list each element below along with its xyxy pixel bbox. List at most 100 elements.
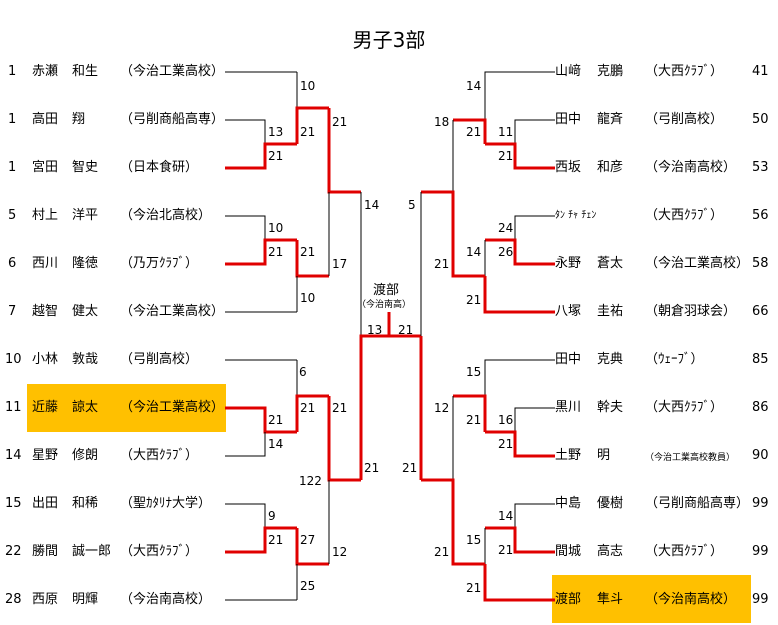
left-first-name: 洋平 bbox=[72, 208, 99, 223]
score-label: 21 bbox=[268, 245, 284, 259]
left-first-name: 健太 bbox=[72, 304, 99, 319]
r-line-p4 bbox=[514, 215, 555, 240]
score-label: 12 bbox=[434, 401, 450, 415]
left-first-name: 敦哉 bbox=[72, 352, 99, 367]
right-first-name: 蒼太 bbox=[597, 256, 624, 271]
r-line-q5 bbox=[453, 394, 487, 432]
score-label: 14 bbox=[268, 437, 284, 451]
score-label: 11 bbox=[498, 125, 514, 139]
left-club: （聖ｶﾀﾘﾅ大学） bbox=[120, 496, 212, 511]
left-last-name: 勝間 bbox=[32, 544, 59, 559]
right-last-name: 渡部 bbox=[555, 592, 582, 607]
score-label: 5 bbox=[408, 198, 416, 212]
score-label: 13 bbox=[367, 323, 383, 337]
left-club: （今治工業高校） bbox=[120, 304, 225, 319]
score-label: 21 bbox=[466, 413, 482, 427]
left-seed: 11 bbox=[5, 400, 22, 415]
score-label: 21 bbox=[300, 125, 316, 139]
score-label: 18 bbox=[434, 115, 450, 129]
left-seed: 5 bbox=[8, 208, 17, 223]
right-first-name: 高志 bbox=[597, 544, 624, 559]
score-label: 21 bbox=[498, 149, 514, 163]
right-last-name: 山﨑 bbox=[555, 64, 582, 79]
right-last-name: 八塚 bbox=[555, 304, 582, 319]
right-seed: 99 bbox=[752, 592, 769, 607]
score-label: 21 bbox=[466, 293, 482, 307]
left-first-name: 和稀 bbox=[72, 496, 99, 511]
left-club: （今治北高校） bbox=[120, 208, 212, 223]
score-label: 21 bbox=[268, 413, 284, 427]
left-seed: 1 bbox=[8, 112, 17, 127]
left-seed: 28 bbox=[5, 592, 22, 607]
left-last-name: 高田 bbox=[32, 112, 59, 127]
score-label: 21 bbox=[364, 461, 380, 475]
score-label: 25 bbox=[300, 579, 316, 593]
highlight-right-winner bbox=[552, 575, 751, 623]
right-seed: 99 bbox=[752, 544, 769, 559]
right-first-name: 克典 bbox=[597, 352, 624, 367]
score-label: 14 bbox=[498, 509, 514, 523]
score-label: 10 bbox=[300, 291, 316, 305]
right-club: （今治南高校） bbox=[645, 592, 737, 607]
right-seed: 50 bbox=[752, 112, 769, 127]
right-club: （朝倉羽球会） bbox=[645, 304, 737, 319]
right-first-name: 龍斉 bbox=[597, 112, 624, 127]
score-label: 15 bbox=[466, 365, 482, 379]
right-seed: 58 bbox=[752, 256, 769, 271]
left-first-name: 智史 bbox=[72, 160, 99, 175]
score-label: 122 bbox=[299, 474, 322, 488]
left-club: （乃万ｸﾗﾌﾞ） bbox=[120, 256, 199, 271]
highlight-left-winner bbox=[27, 384, 226, 432]
score-label: 14 bbox=[364, 198, 380, 212]
right-club: （弓削商船高専） bbox=[645, 496, 750, 511]
left-seed: 10 bbox=[5, 352, 22, 367]
r-line-p11 bbox=[485, 526, 555, 554]
score-label: 26 bbox=[498, 245, 514, 259]
l-line-final-bot bbox=[359, 334, 389, 480]
score-label: 17 bbox=[332, 257, 348, 271]
score-label: 21 bbox=[434, 257, 450, 271]
right-club: （今治工業高校教員） bbox=[645, 453, 736, 463]
right-first-name: 圭祐 bbox=[597, 304, 624, 319]
right-club: （弓削高校） bbox=[645, 112, 724, 127]
score-label: 21 bbox=[402, 461, 418, 475]
l-line-q6 bbox=[295, 394, 329, 432]
score-label: 21 bbox=[498, 437, 514, 451]
r-line-q4 bbox=[421, 190, 485, 278]
left-first-name: 隆徳 bbox=[72, 256, 99, 271]
r-line-p8 bbox=[514, 407, 555, 432]
left-first-name: 和生 bbox=[72, 64, 99, 79]
left-last-name: 西川 bbox=[32, 256, 59, 271]
score-label: 13 bbox=[268, 125, 284, 139]
left-first-name: 誠一郎 bbox=[72, 544, 112, 559]
right-seed: 86 bbox=[752, 400, 769, 415]
right-first-name: 優樹 bbox=[597, 496, 624, 511]
right-club: （大西ｸﾗﾌﾞ） bbox=[645, 400, 724, 415]
score-label: 21 bbox=[268, 149, 284, 163]
r-line-p10 bbox=[514, 503, 555, 528]
page-title: 男子3部 bbox=[352, 28, 426, 52]
score-label: 21 bbox=[332, 401, 348, 415]
right-seed: 99 bbox=[752, 496, 769, 511]
r-line-p9 bbox=[485, 430, 555, 458]
left-last-name: 近藤 bbox=[32, 400, 59, 415]
r-line-p3 bbox=[485, 142, 555, 170]
score-label: 10 bbox=[300, 79, 316, 93]
left-club: （弓削商船高専） bbox=[120, 112, 225, 127]
left-first-name: 修朗 bbox=[72, 448, 99, 463]
right-club: （大西ｸﾗﾌﾞ） bbox=[645, 208, 724, 223]
r-line-q8 bbox=[421, 478, 485, 566]
left-seed: 1 bbox=[8, 160, 17, 175]
left-club: （今治工業高校） bbox=[120, 400, 225, 415]
right-club: （ｳｪｰﾌﾞ） bbox=[645, 352, 704, 367]
left-seed: 7 bbox=[8, 304, 17, 319]
right-club: （今治工業高校） bbox=[645, 256, 750, 271]
score-label: 21 bbox=[498, 543, 514, 557]
right-first-name: 和彦 bbox=[597, 160, 624, 175]
right-last-name: 間城 bbox=[555, 544, 582, 559]
score-label: 14 bbox=[466, 79, 482, 93]
l-line-p2 bbox=[225, 119, 266, 144]
left-last-name: 西原 bbox=[32, 592, 59, 607]
left-club: （日本食研） bbox=[120, 160, 199, 175]
left-seed: 6 bbox=[8, 256, 17, 271]
